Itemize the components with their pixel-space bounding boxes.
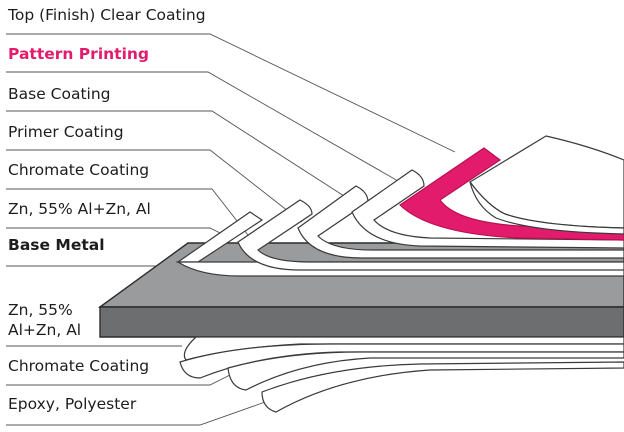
layer-epoxy-bottom: [261, 361, 624, 413]
label-base-coating: Base Coating: [8, 85, 111, 103]
label-zinc-alloy-bottom: Zn, 55% Al+Zn, Al: [8, 301, 82, 339]
layer-primer: [297, 185, 624, 259]
label-chromate-coating-top: Chromate Coating: [8, 161, 150, 179]
label-top-clear-coating: Top (Finish) Clear Coating: [8, 6, 206, 24]
leader-line-base-coating: [6, 110, 359, 206]
layer-pattern-printing: [399, 147, 624, 241]
lower-coating-layers: [179, 336, 624, 413]
layer-chromate-top: [237, 199, 624, 271]
upper-coating-layers: [175, 135, 624, 277]
layer-top-clear-underside: [469, 181, 624, 235]
leader-line-zinc-top: [6, 227, 227, 237]
leader-line-primer-coating: [6, 149, 303, 223]
leader-line-pattern-printing: [6, 71, 406, 186]
leader-line-epoxy: [6, 400, 269, 426]
label-epoxy-polyester: Epoxy, Polyester: [8, 395, 137, 413]
label-base-metal: Base Metal: [8, 236, 105, 254]
leader-lines: [6, 33, 456, 426]
layer-base-coating: [351, 169, 624, 249]
leader-line-chromate-top: [6, 188, 249, 236]
layer-chromate-bottom-curl: [227, 351, 624, 391]
leader-line-chromate-bottom: [6, 371, 237, 386]
label-pattern-printing: Pattern Printing: [8, 45, 150, 63]
label-primer-coating: Primer Coating: [8, 123, 124, 141]
label-zinc-alloy-top: Zn, 55% Al+Zn, Al: [8, 200, 151, 218]
label-chromate-coating-bottom: Chromate Coating: [8, 357, 150, 375]
leader-line-top-clear-coating: [6, 33, 456, 153]
base-metal-front-face: [99, 306, 624, 338]
